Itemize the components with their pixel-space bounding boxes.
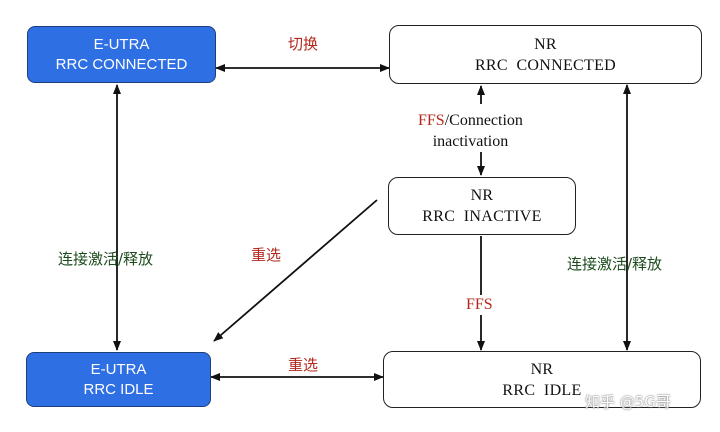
nr-rrc-idle-node: NR RRC IDLE xyxy=(383,351,701,408)
ffs-top-red: FFS xyxy=(418,112,445,129)
handover-label: 切换 xyxy=(288,35,319,53)
node-title: NR xyxy=(534,35,557,53)
diagonal-reselect-arrow xyxy=(213,199,378,342)
node-title: E-UTRA xyxy=(93,35,150,53)
bottom-reselect-label: 重选 xyxy=(288,356,319,374)
node-state: RRC INACTIVE xyxy=(422,208,542,225)
ffs-connection-line: FFS/Connection xyxy=(418,110,523,131)
ffs-bottom-label: FFS xyxy=(466,295,493,315)
eutra-rrc-connected-node: E-UTRA RRC CONNECTED xyxy=(27,26,216,83)
node-title: E-UTRA xyxy=(90,360,147,378)
node-state: RRC CONNECTED xyxy=(474,56,617,74)
diagonal-reselect-label: 重选 xyxy=(251,246,282,264)
node-state: RRC IDLE xyxy=(83,380,154,398)
node-title: NR xyxy=(530,360,554,378)
watermark: 知乎 @5G哥 xyxy=(585,393,671,411)
node-state: RRC CONNECTED xyxy=(55,55,188,73)
node-title: NR xyxy=(470,187,494,204)
right-activate-release-label: 连接激活/释放 xyxy=(567,255,663,273)
nr-rrc-inactive-node: NR RRC INACTIVE xyxy=(388,177,576,235)
node-state: RRC IDLE xyxy=(502,381,582,399)
nr-rrc-connected-node: NR RRC CONNECTED xyxy=(389,25,702,84)
left-activate-release-label: 连接激活/释放 xyxy=(58,250,154,268)
ffs-top-rest: /Connection xyxy=(444,112,523,129)
inactivation-line: inactivation xyxy=(432,133,509,150)
ffs-connection-inactivation-label: FFS/Connection inactivation xyxy=(418,110,523,152)
eutra-rrc-idle-node: E-UTRA RRC IDLE xyxy=(26,352,211,407)
